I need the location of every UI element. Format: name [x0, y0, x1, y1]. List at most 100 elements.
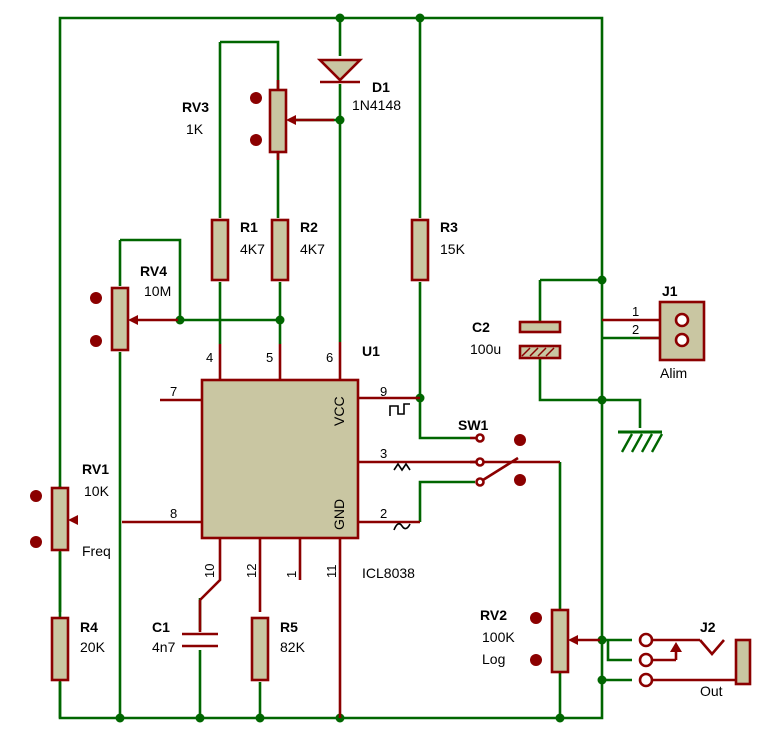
- jack-j2: J2 Out: [638, 619, 752, 699]
- r5-body: [250, 616, 270, 682]
- rv4-body: [110, 286, 130, 352]
- resistor-r1: R1 4K7: [210, 218, 265, 282]
- c2-value: 100u: [470, 341, 501, 357]
- j2-contact: [638, 632, 654, 648]
- c2-plate-positive: [518, 320, 562, 334]
- r5-value: 82K: [280, 639, 306, 655]
- j1-pin2-hole: [674, 332, 690, 348]
- junction-dot: [597, 395, 607, 405]
- rv4-top-wire: [120, 238, 182, 320]
- r4-body: [50, 616, 70, 682]
- rv2-pin-marker: [530, 612, 542, 624]
- wires: [58, 16, 660, 720]
- u1-ref: U1: [362, 343, 380, 359]
- junction-dot: [275, 315, 285, 325]
- sw1-contact-1: [475, 433, 485, 443]
- capacitor-c1: C1 4n7: [152, 600, 218, 655]
- d1-value: 1N4148: [352, 97, 401, 113]
- rv4-value: 10M: [144, 283, 171, 299]
- junction-dot: [597, 675, 607, 685]
- junction-dot: [597, 275, 607, 285]
- rv3-top-wire: [220, 40, 280, 90]
- pin-number: 2: [380, 506, 387, 521]
- r2-ref: R2: [300, 219, 318, 235]
- potentiometer-rv2: RV2 100K Log: [480, 607, 600, 674]
- rv3-value: 1K: [186, 121, 204, 137]
- sw1-pin-marker: [514, 434, 526, 446]
- junction-dot: [555, 713, 565, 723]
- junction-dot: [115, 713, 125, 723]
- sw1-lever: [482, 456, 519, 482]
- r1-body: [210, 218, 230, 282]
- r1-ref: R1: [240, 219, 258, 235]
- ground-wire: [538, 358, 642, 428]
- j1-pin2-number: 2: [632, 322, 639, 337]
- resistor-r4: R4 20K: [50, 616, 106, 682]
- ic-u1: VCC GND U1 ICL8038 4 5 6 7 9 3 2 8 10 12…: [122, 342, 560, 718]
- rv2-label: Log: [482, 651, 505, 667]
- j2-body: [734, 638, 752, 686]
- j2-label: Out: [700, 683, 723, 699]
- rv2-ref: RV2: [480, 607, 507, 623]
- potentiometer-rv1: RV1 10K Freq: [30, 461, 111, 559]
- j1-label: Alim: [660, 365, 687, 381]
- pin-number: 6: [326, 350, 333, 365]
- outer-loop-wire: [58, 16, 604, 720]
- sw1-common-wire: [418, 480, 475, 522]
- rv3-ref: RV3: [182, 99, 209, 115]
- sw1-contact-common: [475, 477, 485, 487]
- pin-number: 4: [206, 350, 213, 365]
- j2-contact: [638, 652, 654, 668]
- junction-dot: [255, 713, 265, 723]
- resistor-r3: R3 15K: [410, 218, 466, 282]
- resistor-r2: R2 4K7: [270, 218, 325, 282]
- u1-body: [200, 378, 360, 540]
- capacitor-c2: C2 100u: [470, 319, 562, 360]
- diode-symbol: [316, 58, 364, 82]
- rv1-ref: RV1: [82, 461, 109, 477]
- ground-hatch: [620, 433, 664, 453]
- potentiometer-rv4: RV4 10M: [90, 263, 178, 352]
- rv1-body: [50, 486, 70, 552]
- r3-ref: R3: [440, 219, 458, 235]
- pin-number: 5: [266, 350, 273, 365]
- u1-pin10-lead: [199, 538, 222, 601]
- triangle-wave-icon: [393, 462, 411, 472]
- u1-gnd-label: GND: [331, 499, 347, 530]
- j1-ref: J1: [662, 283, 678, 299]
- pin-number: 11: [324, 565, 339, 579]
- c2-hatch: [521, 347, 555, 357]
- sine-wave-icon: [393, 522, 411, 531]
- rv4-ref: RV4: [140, 263, 167, 279]
- rv1-pin-marker: [30, 490, 42, 502]
- switch-sw1: SW1: [458, 417, 526, 487]
- square-wave-icon: [389, 403, 410, 416]
- connector-j1: 1 2 J1 Alim: [602, 283, 706, 381]
- pin-number: 12: [244, 564, 259, 578]
- sw1-contact-3: [475, 457, 485, 467]
- j1-body: [658, 300, 706, 362]
- d1-ref: D1: [372, 79, 390, 95]
- u1-part: ICL8038: [362, 565, 415, 581]
- j2-contact: [638, 672, 654, 688]
- rv2-wiper-arrow: [568, 635, 578, 645]
- r4-ref: R4: [80, 619, 98, 635]
- j2-arrow: [670, 642, 682, 652]
- pin-number: 9: [380, 384, 387, 399]
- j2-tip-spring: [699, 639, 725, 656]
- c2-ref: C2: [472, 319, 490, 335]
- rv3-body: [268, 88, 288, 154]
- r3-switch-wire: [418, 282, 470, 440]
- r2-body: [270, 218, 290, 282]
- pin-number: 1: [284, 571, 299, 578]
- r3-value: 15K: [440, 241, 466, 257]
- rv4-wiper-arrow: [128, 315, 138, 325]
- c1-value: 4n7: [152, 639, 176, 655]
- rv3-wiper-arrow: [286, 115, 296, 125]
- potentiometer-rv3: RV3 1K: [182, 80, 334, 160]
- sw1-pin-marker: [514, 474, 526, 486]
- junction-dot: [335, 13, 345, 23]
- rv2-value: 100K: [482, 629, 515, 645]
- junction-dot: [335, 115, 345, 125]
